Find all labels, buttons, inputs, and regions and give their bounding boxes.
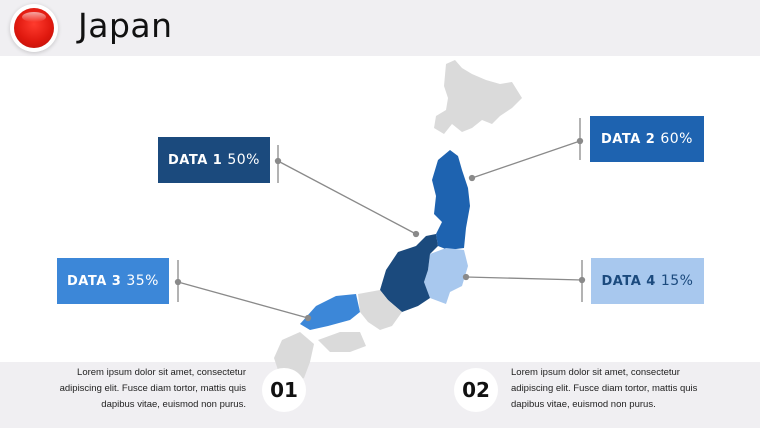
leader-line-2 [471,140,581,179]
header-bar: Japan [0,0,760,56]
callout-value: 60% [660,131,693,147]
leader-line-3 [177,281,309,319]
leader-line-4 [465,276,583,281]
footer-text-1: Lorem ipsum dolor sit amet, consectetur … [59,367,246,410]
japan-flag-icon [14,8,54,48]
footer-number-2: 02 [454,368,498,412]
footer-number-1: 01 [262,368,306,412]
region-chubu [380,234,438,312]
region-tohoku [432,150,470,250]
leader-end-1 [412,230,420,238]
callout-value: 15% [660,273,694,289]
callout-label: DATA 1 [168,152,223,168]
leader-end-3 [304,314,312,322]
callout-label: DATA 3 [67,273,122,289]
leader-dot-2 [576,137,584,145]
leader-line-1 [277,160,417,235]
page-title: Japan [78,6,173,45]
leader-end-2 [468,174,476,182]
leader-dot-4 [578,276,586,284]
leader-dot-3 [174,278,182,286]
region-hokkaido [434,60,522,134]
callout-value: 35% [126,273,159,289]
callout-label: DATA 2 [601,131,656,147]
footer-text-2: Lorem ipsum dolor sit amet, consectetur … [511,367,698,410]
leader-end-4 [462,273,470,281]
region-shikoku [318,332,366,352]
region-kanto [424,248,468,304]
leader-dot-1 [274,157,282,165]
callout-label: DATA 4 [601,273,656,289]
region-kansai [358,290,402,330]
footer-bar [0,362,760,428]
callout-value: 50% [227,152,260,168]
region-chugoku [300,294,360,330]
